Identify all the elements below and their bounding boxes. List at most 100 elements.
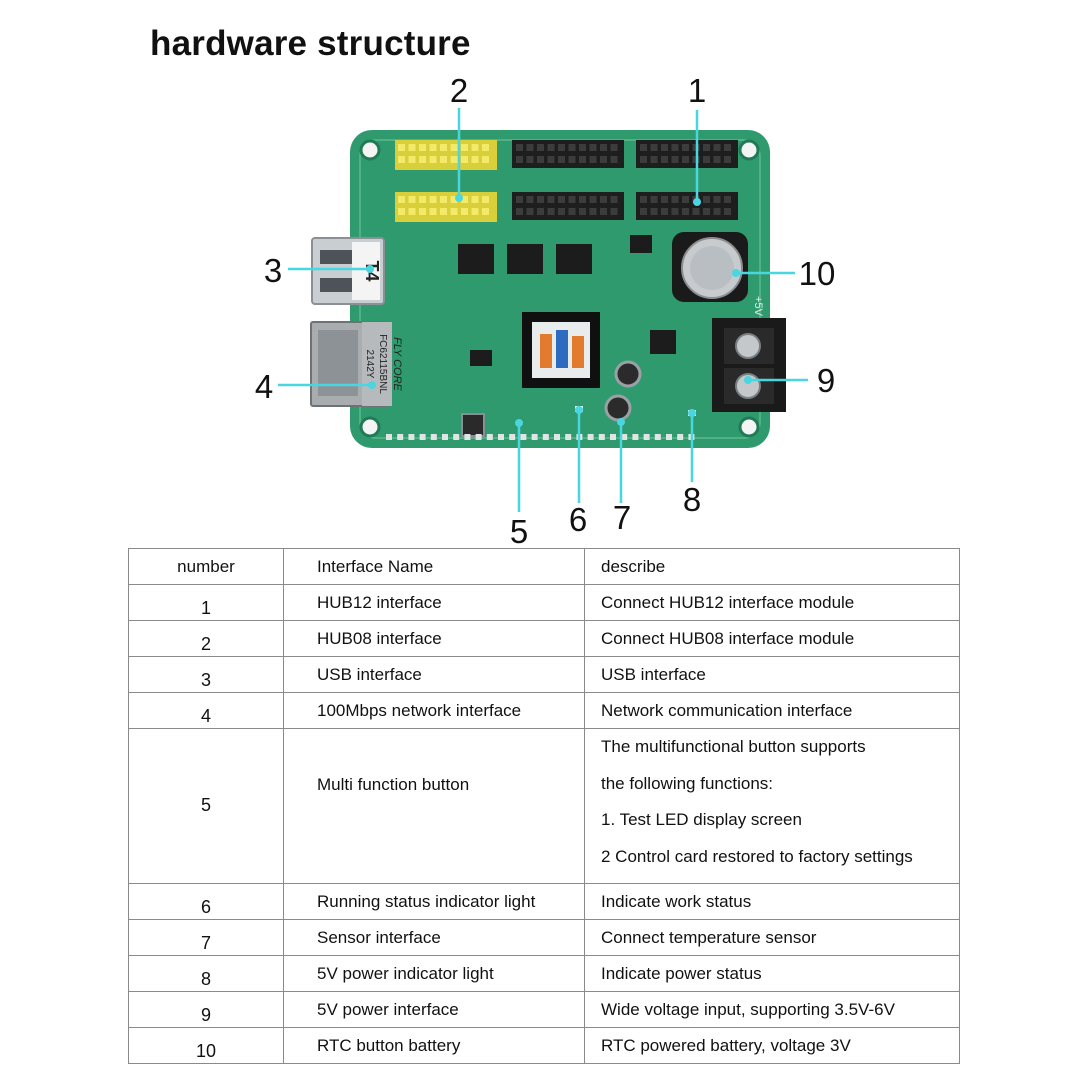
header-pin (600, 144, 607, 151)
bottom-pin (666, 434, 672, 440)
header-pin (471, 208, 479, 215)
header-pin (408, 156, 416, 163)
page-title: hardware structure (150, 24, 471, 63)
header-pin (450, 156, 458, 163)
header-pin (419, 208, 426, 215)
header-pin (516, 156, 523, 163)
header-pin (398, 196, 405, 203)
describe-line: the following functions: (601, 773, 773, 793)
header-pin (547, 156, 555, 163)
header-pin (461, 208, 468, 215)
header-pin (692, 208, 700, 215)
describe-line: Wide voltage input, supporting 3.5V-6V (601, 1000, 895, 1019)
bottom-pin (677, 434, 684, 440)
row-number: 4 (128, 692, 284, 729)
row-interface-name: RTC button battery (283, 1027, 585, 1064)
describe-line: Connect HUB08 interface module (601, 629, 855, 648)
header-pin (526, 144, 534, 151)
bottom-pin (542, 434, 549, 440)
header-pin (600, 196, 607, 203)
row-interface-name: 5V power indicator light (283, 955, 585, 992)
bottom-pin (565, 434, 572, 440)
header-pin (419, 196, 426, 203)
header-pin (568, 156, 576, 163)
header-pin (440, 196, 447, 203)
row-number: 7 (128, 919, 284, 956)
callout-dots (366, 194, 752, 427)
hub08-pins (398, 144, 489, 215)
header-pin (547, 144, 555, 151)
rtc-battery (672, 232, 748, 302)
row-interface-name: Running status indicator light (283, 883, 585, 920)
row-number: 1 (128, 584, 284, 621)
header-pin (429, 156, 437, 163)
row-describe: Connect HUB08 interface module (584, 620, 960, 657)
bottom-pin (397, 434, 404, 440)
row-describe: Wide voltage input, supporting 3.5V-6V (584, 991, 960, 1028)
describe-line: Indicate work status (601, 892, 752, 911)
header-pin (568, 208, 576, 215)
bottom-pin (554, 434, 560, 440)
header-pin (579, 144, 586, 151)
bottom-pin (643, 434, 650, 440)
header-pin (537, 208, 544, 215)
header-pin (650, 144, 658, 151)
chip-code: 2142Y (364, 350, 375, 379)
chip-model: FC62115BNL (377, 334, 388, 394)
row-interface-name: HUB08 interface (283, 620, 585, 657)
header-pin (640, 208, 647, 215)
header-pin (516, 144, 523, 151)
bottom-pin (486, 434, 493, 440)
header-pin (579, 156, 586, 163)
callout-4: 4 (255, 368, 273, 405)
row-interface-name: USB interface (283, 656, 585, 693)
header-pin (671, 208, 679, 215)
header-pin (482, 208, 489, 215)
row-interface-name: 5V power interface (283, 991, 585, 1028)
bottom-pins (386, 434, 695, 440)
row-number: 6 (128, 883, 284, 920)
header-pin (682, 196, 689, 203)
hardware-board-diagram: T4 FLY CORE FC62115BNL 2142Y (255, 72, 836, 545)
header-pin (671, 156, 679, 163)
header-pin (482, 196, 489, 203)
header-name: Interface Name (283, 548, 585, 585)
header-pin (537, 156, 544, 163)
callout-6: 6 (569, 501, 587, 538)
bottom-pin (464, 434, 471, 440)
header-pin (408, 208, 416, 215)
header-pin (482, 144, 489, 151)
header-pin (568, 144, 576, 151)
bottom-pin (587, 434, 594, 440)
bottom-pin (598, 434, 605, 440)
header-pin (526, 208, 534, 215)
callout-2: 2 (450, 72, 468, 109)
power-label: +5V (752, 296, 764, 317)
callout-1: 1 (688, 72, 706, 109)
header-pin (537, 196, 544, 203)
row-number: 10 (128, 1027, 284, 1064)
header-pin (558, 156, 565, 163)
row-describe: Connect HUB12 interface module (584, 584, 960, 621)
describe-line: 2 Control card restored to factory setti… (601, 846, 913, 866)
header-pin (440, 208, 447, 215)
header-pin (450, 208, 458, 215)
header-describe: describe (584, 548, 960, 585)
header-pin (640, 196, 647, 203)
header-pin (713, 196, 721, 203)
header-pin (703, 156, 710, 163)
header-pin (610, 196, 618, 203)
header-pin (610, 156, 618, 163)
callout-9: 9 (817, 362, 835, 399)
header-pin (640, 144, 647, 151)
header-pin (600, 156, 607, 163)
row-interface-name: Sensor interface (283, 919, 585, 956)
header-pin (640, 156, 647, 163)
